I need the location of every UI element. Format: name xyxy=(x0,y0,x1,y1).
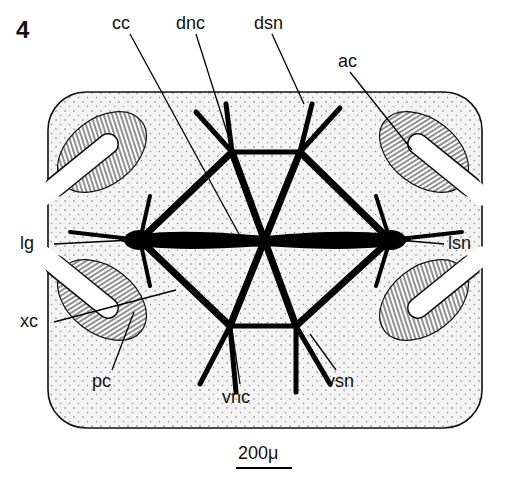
lobe-slits xyxy=(44,144,482,308)
part-label: pc xyxy=(92,372,111,390)
part-label: cc xyxy=(112,14,130,32)
part-label: lg xyxy=(20,234,34,252)
nerve-network xyxy=(70,104,462,392)
figure-number: 4 xyxy=(16,18,29,42)
part-label: lsn xyxy=(448,234,471,252)
central-commissure xyxy=(118,232,412,249)
part-label: vnc xyxy=(222,388,250,406)
part-label: ac xyxy=(338,52,357,70)
scale-bar xyxy=(236,467,292,469)
leader-lines xyxy=(54,34,444,384)
part-label: vsn xyxy=(326,372,354,390)
scale-label: 200μ xyxy=(238,444,278,462)
part-label: dsn xyxy=(254,14,283,32)
part-label: xc xyxy=(20,312,38,330)
part-label: dnc xyxy=(176,14,205,32)
ciliated-lobes xyxy=(42,95,483,357)
